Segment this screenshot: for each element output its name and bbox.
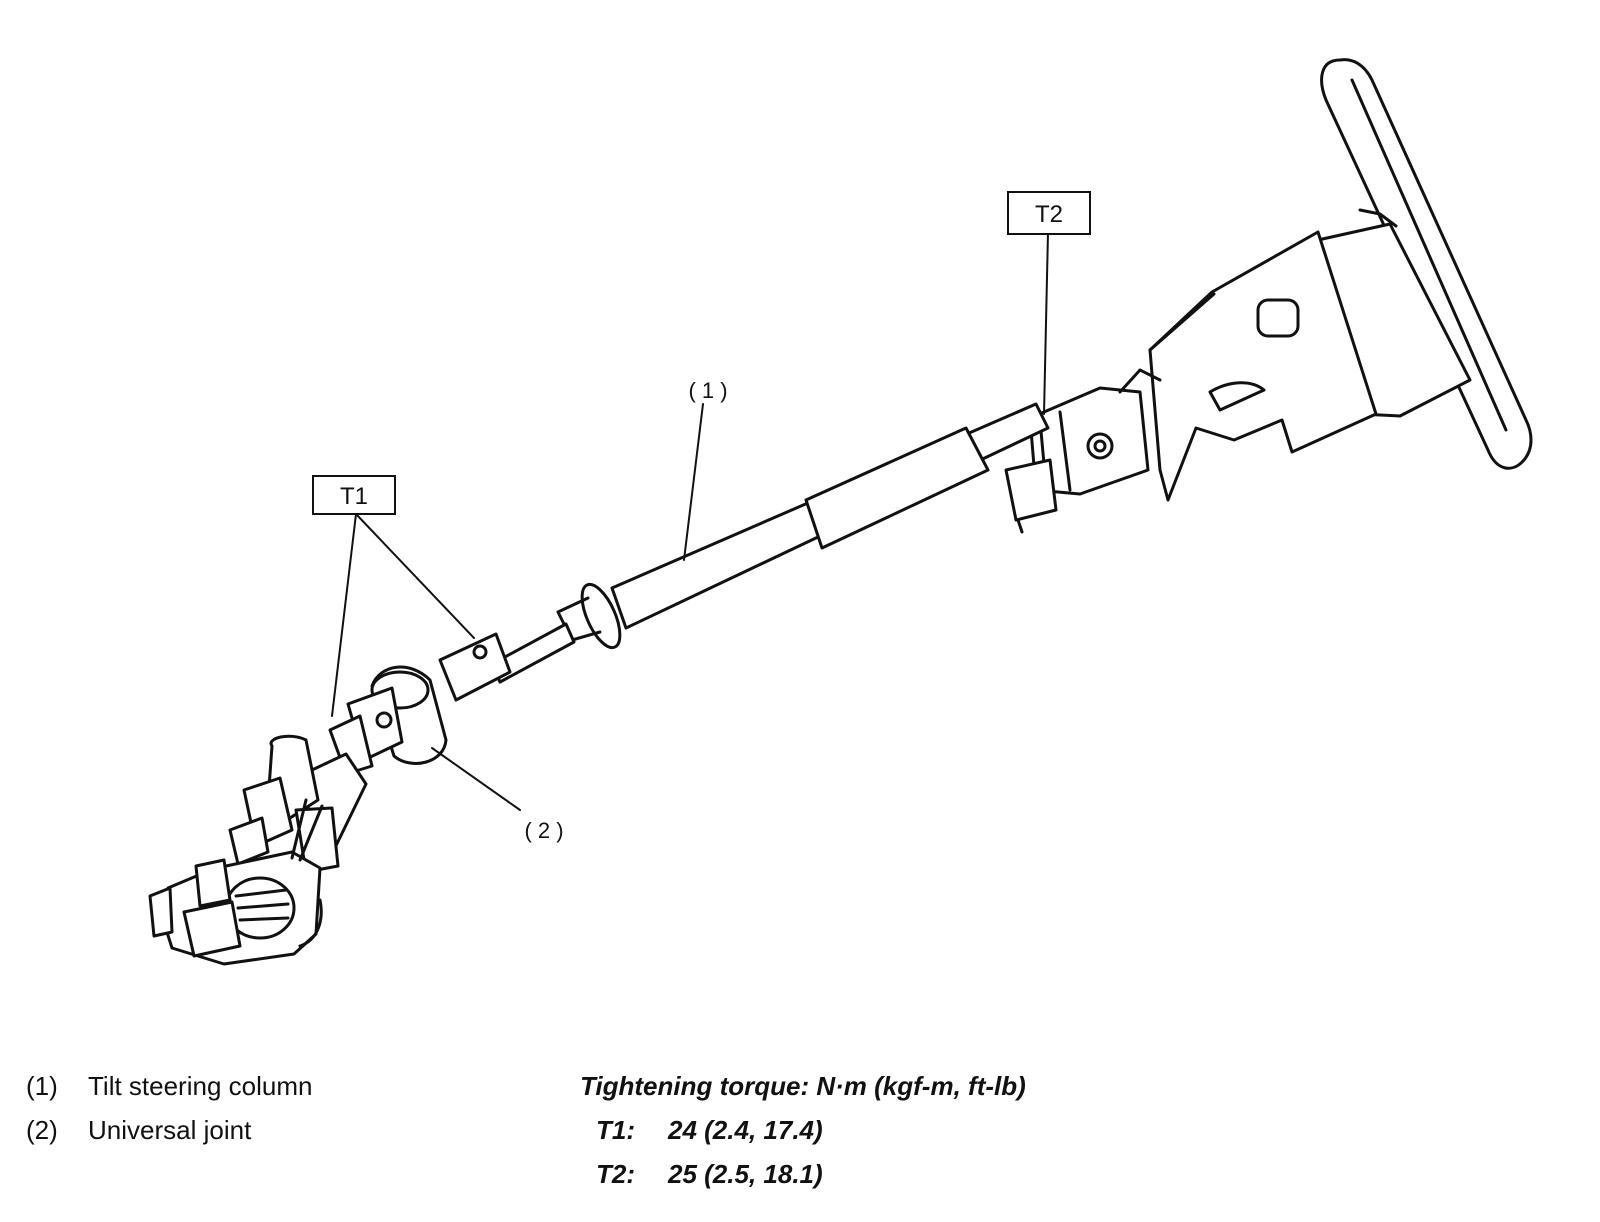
- callout-1-label: ( 1 ): [688, 378, 727, 403]
- svg-text:T1: T1: [340, 483, 368, 510]
- legend-number: (2): [26, 1115, 58, 1145]
- legend-item: (2) Universal joint: [26, 1108, 312, 1152]
- column-cover: [1148, 208, 1472, 502]
- leader-lines: [331, 231, 1049, 811]
- torque-key: T1:: [596, 1115, 635, 1145]
- steering-wheel: [1320, 58, 1533, 470]
- intermediate-shaft: [438, 622, 576, 702]
- parts-legend: (1) Tilt steering column (2) Universal j…: [26, 1064, 312, 1152]
- steering-gear: [148, 798, 324, 966]
- callout-2-label: ( 2 ): [524, 818, 563, 843]
- torque-item: T1: 24 (2.4, 17.4): [580, 1108, 1026, 1152]
- callout-t2: T2: [1007, 191, 1091, 235]
- leader-t1-a: [331, 513, 357, 717]
- torque-value: 25 (2.5, 18.1): [668, 1159, 823, 1189]
- torque-value: 24 (2.4, 17.4): [668, 1115, 823, 1145]
- leader-t1-b: [355, 513, 475, 639]
- legend-item: (1) Tilt steering column: [26, 1064, 312, 1108]
- leader-2: [431, 747, 521, 811]
- leader-1: [683, 403, 704, 561]
- torque-heading: Tightening torque: N·m (kgf-m, ft-lb): [580, 1071, 1026, 1101]
- universal-joint: [328, 665, 448, 776]
- legend-label: Tilt steering column: [88, 1071, 313, 1101]
- svg-text:T2: T2: [1035, 201, 1063, 228]
- leader-t2: [1043, 231, 1049, 415]
- upper-bracket: [1004, 368, 1162, 534]
- torque-item: T2: 25 (2.5, 18.1): [580, 1152, 1026, 1196]
- torque-spec: Tightening torque: N·m (kgf-m, ft-lb) T1…: [580, 1064, 1026, 1196]
- column-tube: [556, 402, 1050, 650]
- callout-t1: T1: [312, 475, 396, 515]
- legend-number: (1): [26, 1071, 58, 1101]
- legend-label: Universal joint: [88, 1115, 252, 1145]
- torque-key: T2:: [596, 1159, 635, 1189]
- lower-shaft: [228, 734, 368, 874]
